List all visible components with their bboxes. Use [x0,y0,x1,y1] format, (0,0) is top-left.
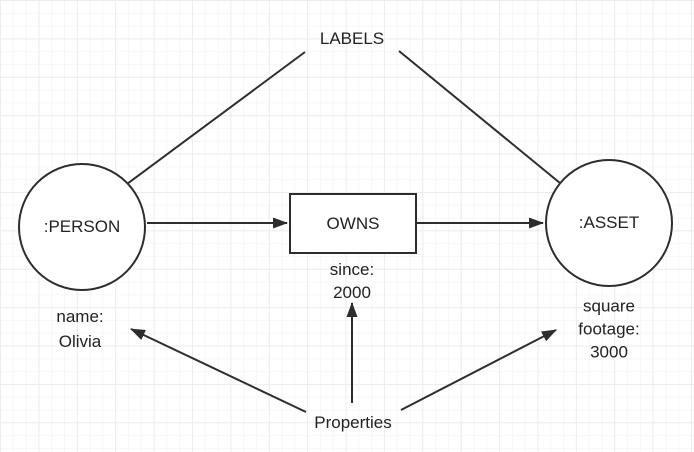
owns-relationship-node[interactable]: OWNS [289,193,417,254]
asset-node[interactable]: :ASSET [545,159,673,287]
person-property-value: Olivia [58,332,102,351]
asset-property-note: square footage: 3000 [578,295,639,364]
asset-property-key-line1: square [583,296,635,316]
asset-property-value: 3000 [590,342,628,362]
labels-annotation-title: LABELS [319,29,385,48]
asset-property-key-line2: footage: [578,319,640,339]
person-property-note: name: Olivia [56,304,103,354]
owns-property-key: since: [329,260,375,279]
owns-property-note: since: 2000 [330,258,374,304]
person-node-label: :PERSON [43,217,121,236]
properties-annotation-title: Properties [314,413,392,432]
owns-relationship-label: OWNS [326,213,380,233]
arrow-labels-to-person [99,51,306,205]
asset-node-label: :ASSET [578,213,640,232]
person-node[interactable]: :PERSON [18,163,146,291]
owns-property-value: 2000 [333,283,371,302]
arrow-properties-to-name [130,328,307,413]
arrow-properties-to-square-footage [400,329,557,411]
person-property-key: name: [56,307,104,326]
